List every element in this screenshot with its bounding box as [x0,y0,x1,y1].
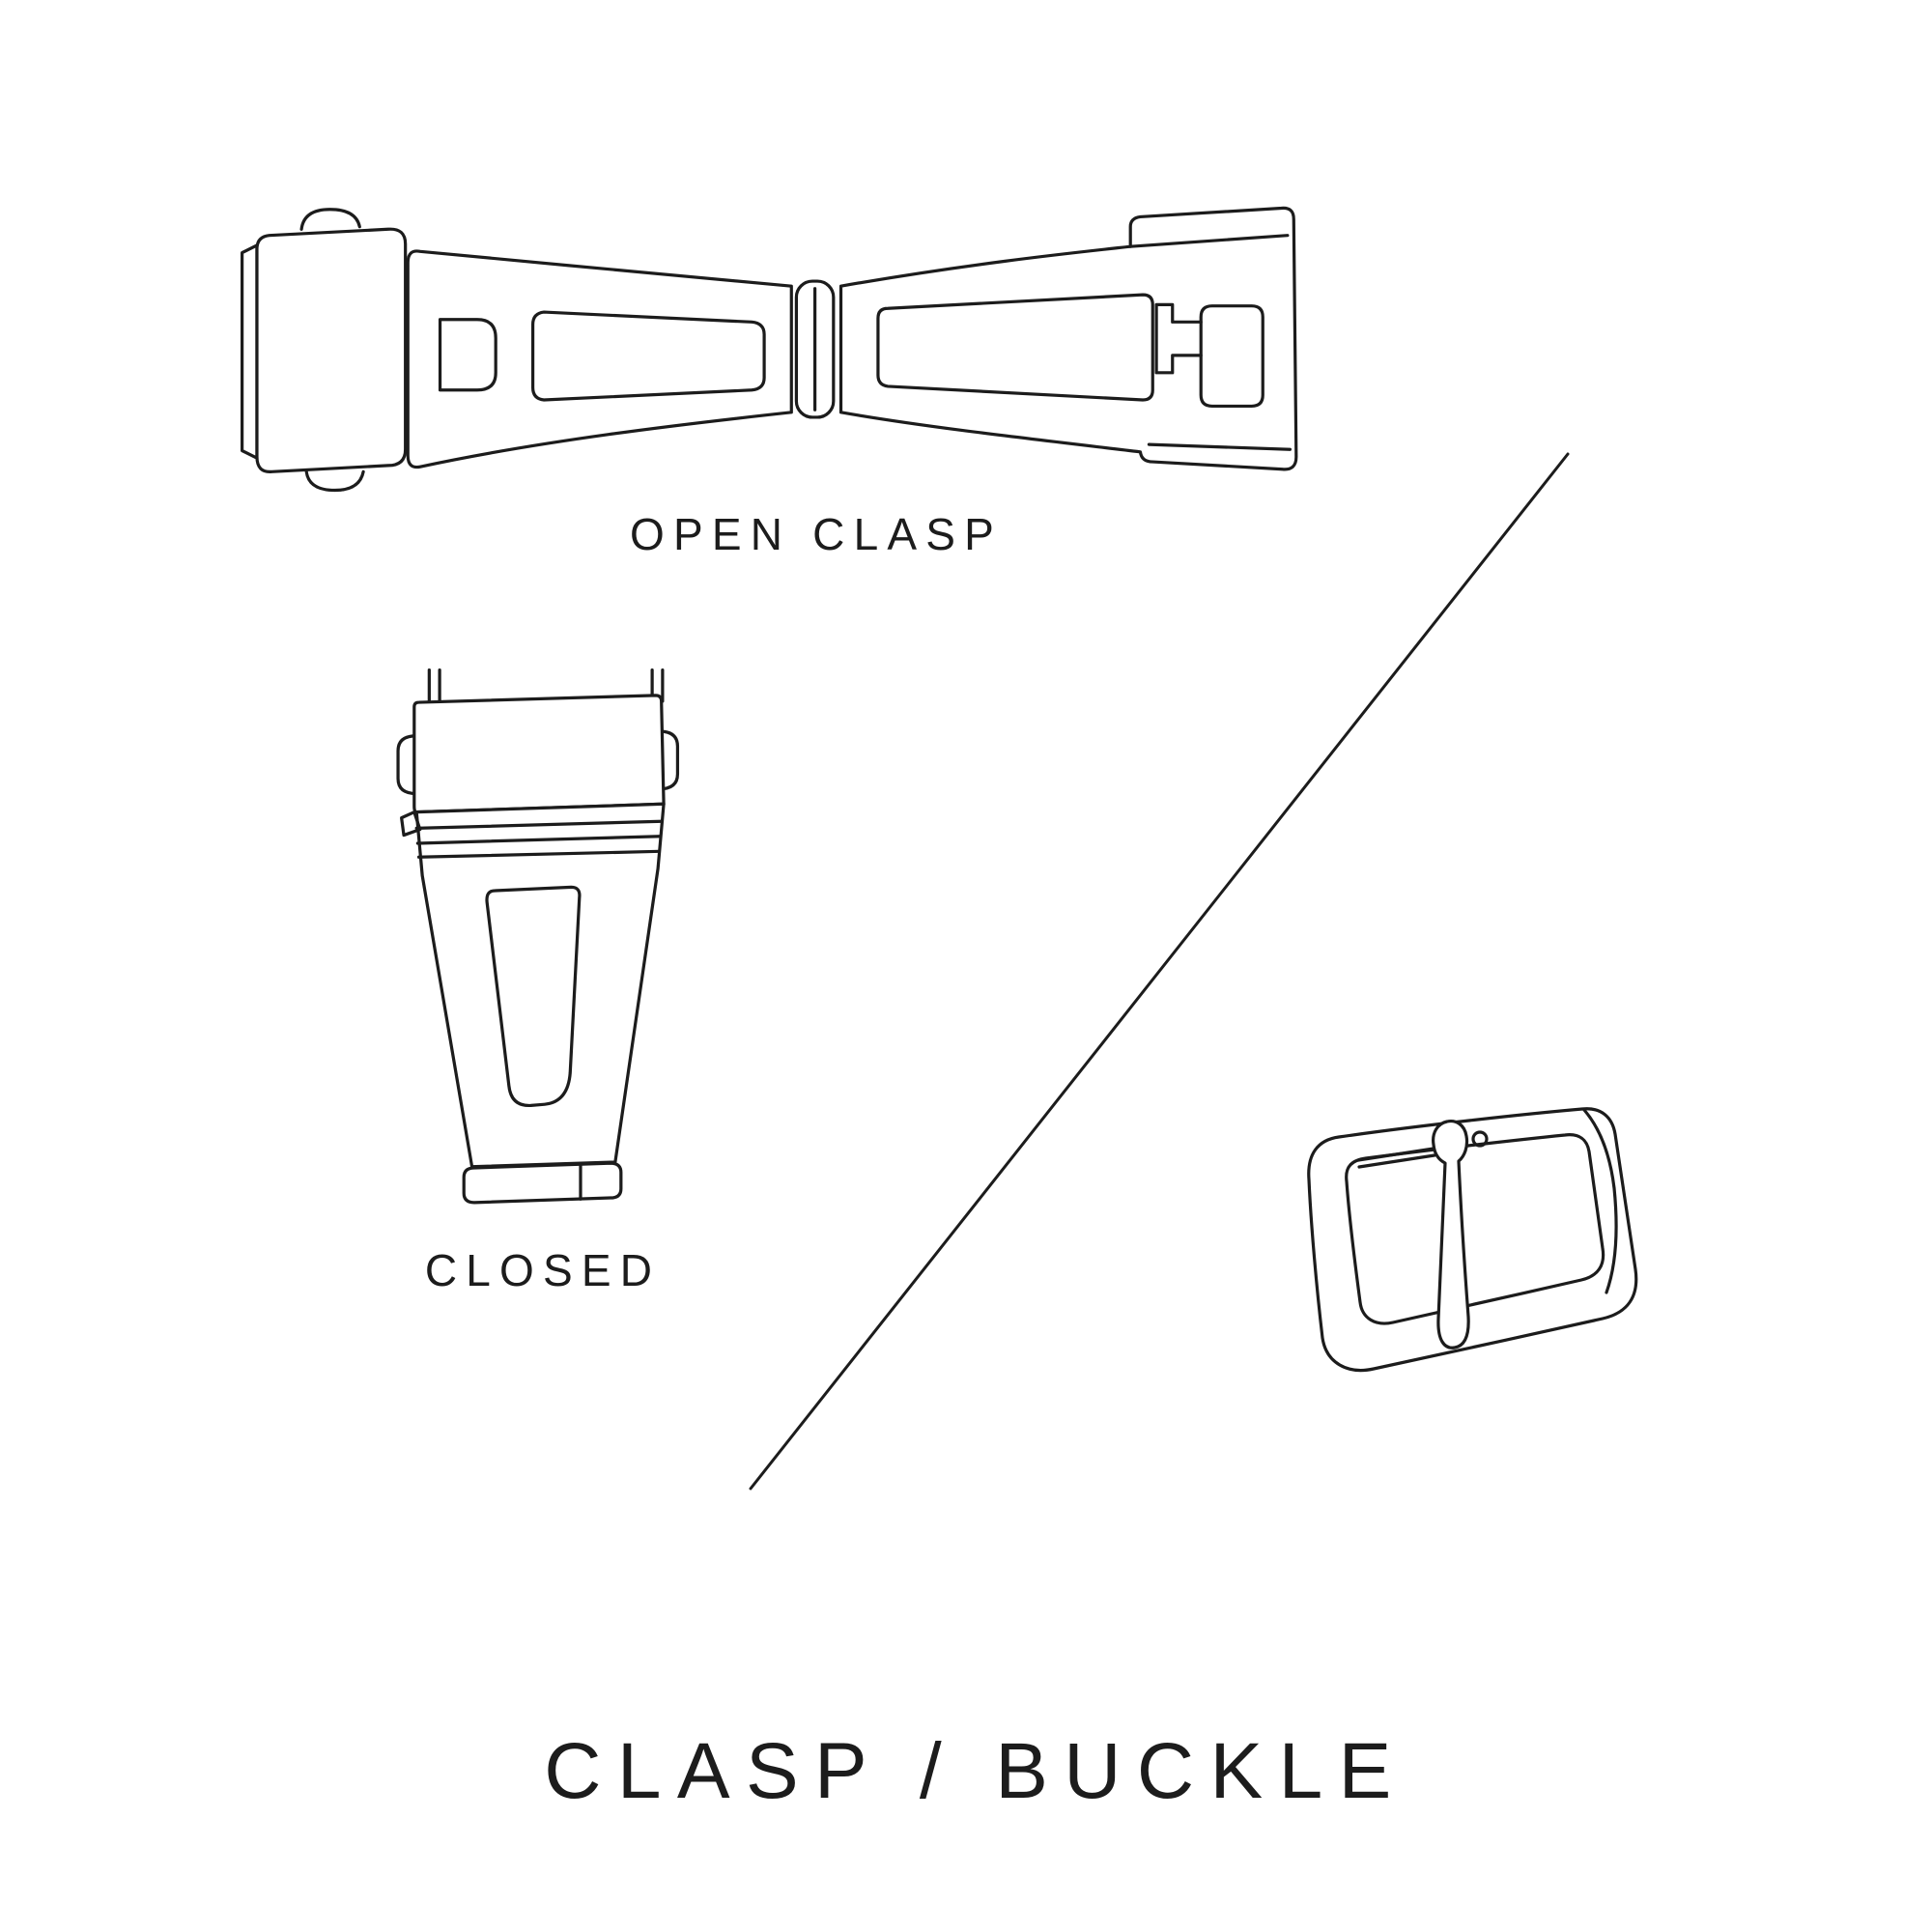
clasp-prongs [427,668,665,703]
clasp-right-arm [838,206,1298,471]
open-clasp-label: OPEN CLASP [630,509,1003,559]
page-title: CLASP / BUCKLE [544,1727,1407,1815]
buckle-pin [1356,1130,1489,1169]
closed-clasp-label: CLOSED [424,1245,662,1295]
clasp-side-ears [396,729,680,796]
clasp-end-bar [462,1161,623,1205]
clasp-hinge [794,279,836,419]
clasp-left-arm [406,249,793,469]
clasp-left-end [241,208,408,493]
open-clasp-illustration [241,206,1298,493]
clasp-body [400,802,666,1169]
buckle-tang [1432,1119,1470,1350]
buckle-frame [1307,1107,1638,1372]
buckle-illustration [1307,1107,1638,1372]
closed-clasp-illustration [396,668,680,1205]
clasp-top-block [412,694,666,814]
